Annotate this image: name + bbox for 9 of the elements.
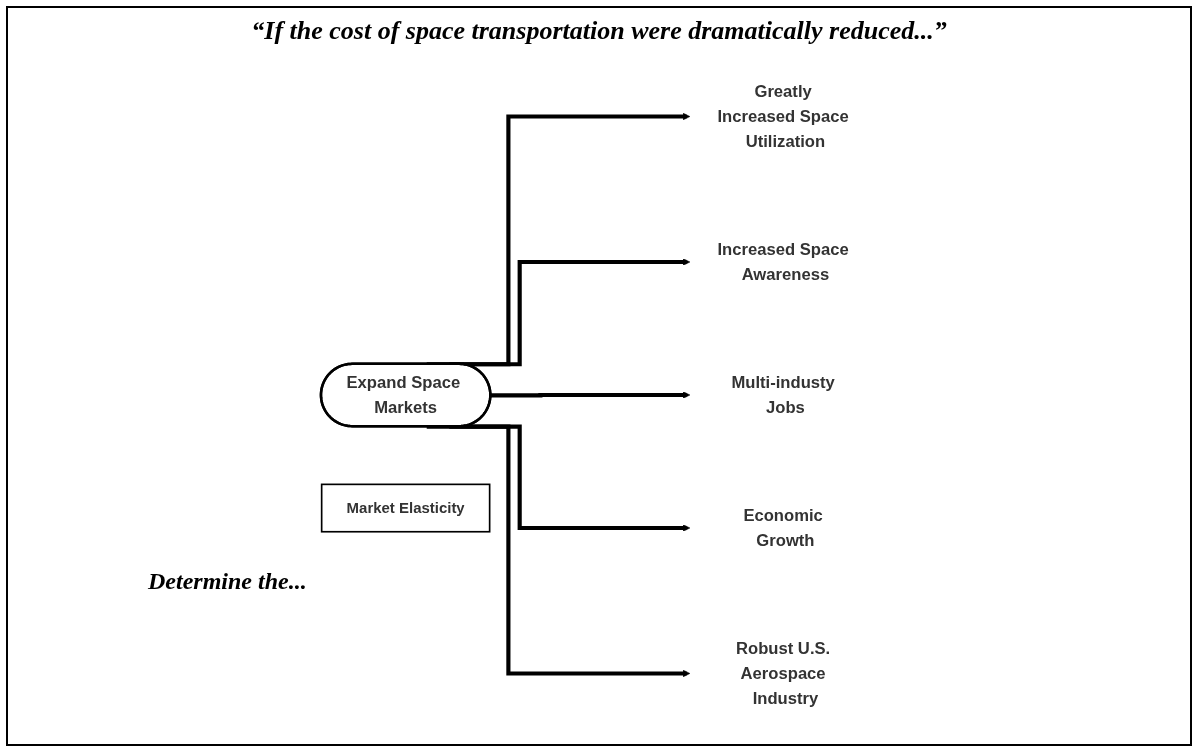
- node-text: Greatly Increased Space Utilization: [717, 82, 849, 151]
- arrow: [490, 391, 691, 399]
- node-text: Robust U.S. Aerospace Industry: [736, 639, 831, 708]
- node-box: [320, 483, 491, 533]
- node-text: Economic Growth: [743, 506, 823, 550]
- node-text: Multi-industy Jobs: [731, 373, 835, 417]
- note-text: Determine the...: [148, 568, 307, 595]
- title: “If the cost of space transportation were dramatically reduced...”: [250, 16, 948, 46]
- node-text: Increased Space Awareness: [717, 240, 849, 284]
